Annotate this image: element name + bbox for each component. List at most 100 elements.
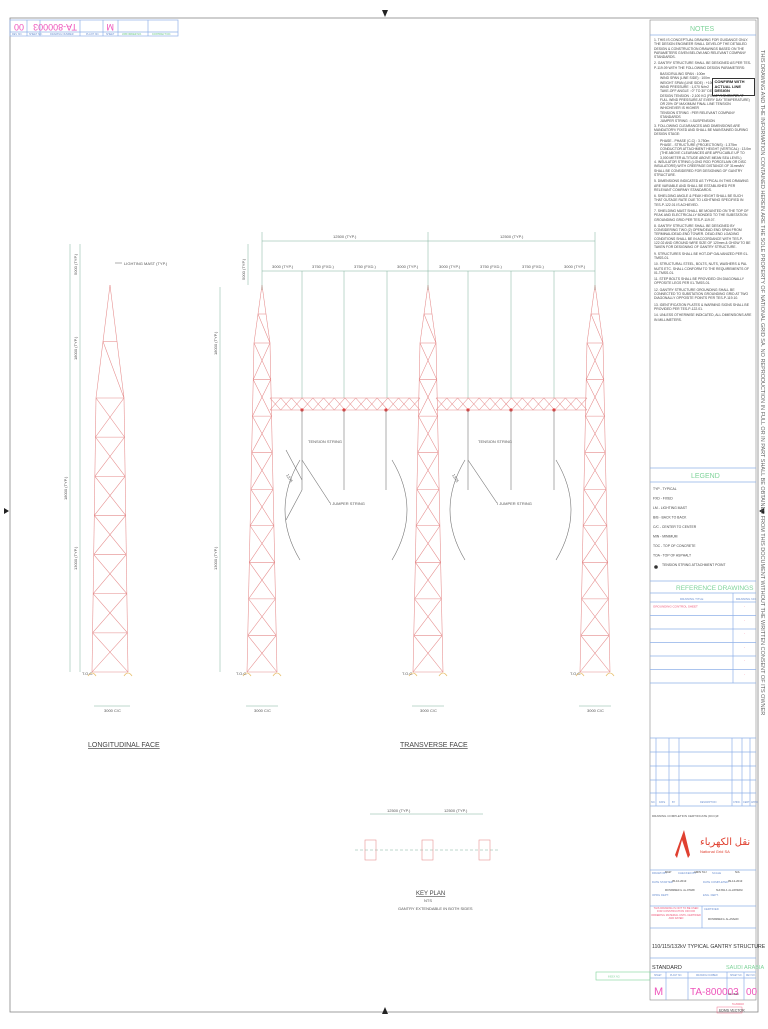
tower-member: [582, 489, 585, 526]
reference-no: -: [744, 605, 745, 609]
crossbeam-member: [468, 397, 480, 411]
svg-text:12500 (TYP.): 12500 (TYP.): [387, 808, 411, 813]
tower-member: [95, 436, 126, 477]
crossbeam-member: [366, 397, 378, 411]
crossbeam-member: [398, 397, 410, 411]
tower-member: [95, 397, 125, 438]
tower-member: [252, 379, 272, 417]
crossbeam-member: [511, 397, 523, 411]
revision-header: NO.: [651, 801, 656, 804]
national-grid-logo: [675, 830, 690, 858]
tower-member: [580, 635, 611, 673]
svg-text:3750 (FXD.): 3750 (FXD.): [312, 264, 334, 269]
tower-member: [248, 562, 275, 600]
note-item: WEIGHT SPAN (LINE SIDE) : +100m, -100m: [660, 80, 728, 85]
tower-member: [418, 379, 438, 417]
crossbeam-member: [376, 397, 389, 411]
foundation-icon: [87, 672, 133, 677]
tower-member: [584, 416, 586, 453]
tower-member: [92, 593, 94, 633]
tower-member: [582, 525, 608, 563]
tower-member: [418, 415, 439, 453]
tower-member: [247, 598, 249, 636]
svg-text:JOB ORDER NO.: JOB ORDER NO.: [122, 33, 142, 36]
tower-member: [252, 342, 271, 380]
svg-text:PLANT NO.: PLANT NO.: [86, 33, 99, 36]
tower-member: [247, 598, 276, 636]
tower-member: [604, 416, 606, 453]
revision-header: CERT.: [743, 801, 750, 804]
svg-text:PLANT NO.: PLANT NO.: [670, 974, 682, 977]
svg-text:13000 (TYP.): 13000 (TYP.): [73, 546, 78, 570]
tower-member: [250, 452, 252, 490]
tower-member: [419, 342, 438, 380]
tower-member: [413, 635, 444, 673]
crossbeam-member: [576, 397, 588, 411]
longitudinal-face-label: LONGITUDINAL FACE: [88, 742, 160, 749]
tower-member: [93, 515, 95, 555]
svg-text:12500 (TYP.): 12500 (TYP.): [444, 808, 468, 813]
revision-header: BY: [672, 801, 676, 804]
tower-member: [249, 525, 275, 563]
tower-member: [585, 342, 604, 380]
note-item: 13. IDENTIFICATION PLATES & WARNING SIGN…: [654, 302, 749, 311]
tower-member: [92, 593, 128, 634]
note-item: 11. STEP BOLTS SHALL BE PROVIDED ON DIAG…: [654, 277, 745, 286]
svg-text:REV NO.: REV NO.: [746, 975, 756, 977]
tower-member: [126, 593, 128, 633]
note-item: PHASE - STRUCTURE (PROJECTIONS) : 1.375m: [660, 142, 737, 147]
tower-member: [246, 635, 249, 673]
tower-member: [580, 598, 609, 636]
svg-text:SHEET NO.: SHEET NO.: [29, 33, 43, 36]
note-item: JUMPER STRING : I-SUSPENSION: [660, 119, 715, 124]
svg-text:National Grid SA: National Grid SA: [700, 849, 730, 854]
crossbeam-member: [543, 397, 555, 411]
tower-member: [95, 397, 97, 438]
tower-member: [606, 525, 608, 563]
tower-member: [441, 598, 443, 636]
tower-member: [582, 525, 584, 563]
tower-member: [251, 415, 272, 453]
note-item: 3. FOLLOWING CLEARANCES AND DIMENSIONS A…: [654, 123, 749, 137]
tower-member: [579, 635, 582, 673]
tower-member: [92, 632, 129, 673]
svg-text:STANDARD: STANDARD: [652, 965, 682, 971]
tower-member: [581, 598, 610, 636]
svg-text:5000 (TYP.): 5000 (TYP.): [241, 258, 246, 280]
tower-member: [417, 452, 440, 490]
tower-member: [252, 342, 255, 380]
tower-member: [435, 342, 438, 380]
tower-member: [125, 515, 127, 555]
tower-member: [584, 452, 607, 490]
svg-text:T.O.C.: T.O.C.: [236, 671, 247, 676]
tower-member: [93, 515, 126, 555]
tower-member: [124, 476, 126, 516]
strip-drawing-no: TA-800003: [33, 22, 77, 32]
tower-member: [102, 341, 125, 399]
foundation-icon: [575, 672, 615, 677]
tower-member: [252, 379, 254, 417]
tower-member: [605, 489, 608, 526]
tower-member: [269, 342, 272, 380]
svg-text:M: M: [654, 986, 663, 998]
tower-member: [246, 635, 277, 673]
svg-text:CHECKED BY: CHECKED BY: [678, 871, 696, 875]
svg-text:DRAWING NO.: DRAWING NO.: [736, 597, 757, 601]
crossbeam-member: [446, 397, 458, 411]
note-item: 9. STRUCTURES SHALL BE HOT-DIP GALVANIZE…: [654, 251, 749, 260]
tower-member: [124, 437, 126, 477]
svg-text:SAUDI ARABIA: SAUDI ARABIA: [726, 965, 765, 971]
tower-member: [249, 489, 274, 526]
svg-text:MGP: MGP: [665, 870, 672, 874]
svg-text:1375: 1375: [285, 473, 294, 484]
tower-member: [416, 452, 418, 490]
note-item: 4. INSULATOR STRING (LONG ROD PORCELAIN …: [654, 160, 747, 177]
top-revision-strip: 00 TA-800003 M REV NO. SHEET NO. DRAWING…: [9, 19, 179, 37]
svg-text:I JUMPER STRING: I JUMPER STRING: [330, 501, 365, 506]
tower-member: [247, 635, 278, 673]
svg-text:INDEX NO.: INDEX NO.: [608, 976, 621, 979]
ownership-notice: THIS DRAWING AND THE INFORMATION CONTAIN…: [759, 50, 765, 715]
revision-header: APPD.: [751, 801, 759, 804]
